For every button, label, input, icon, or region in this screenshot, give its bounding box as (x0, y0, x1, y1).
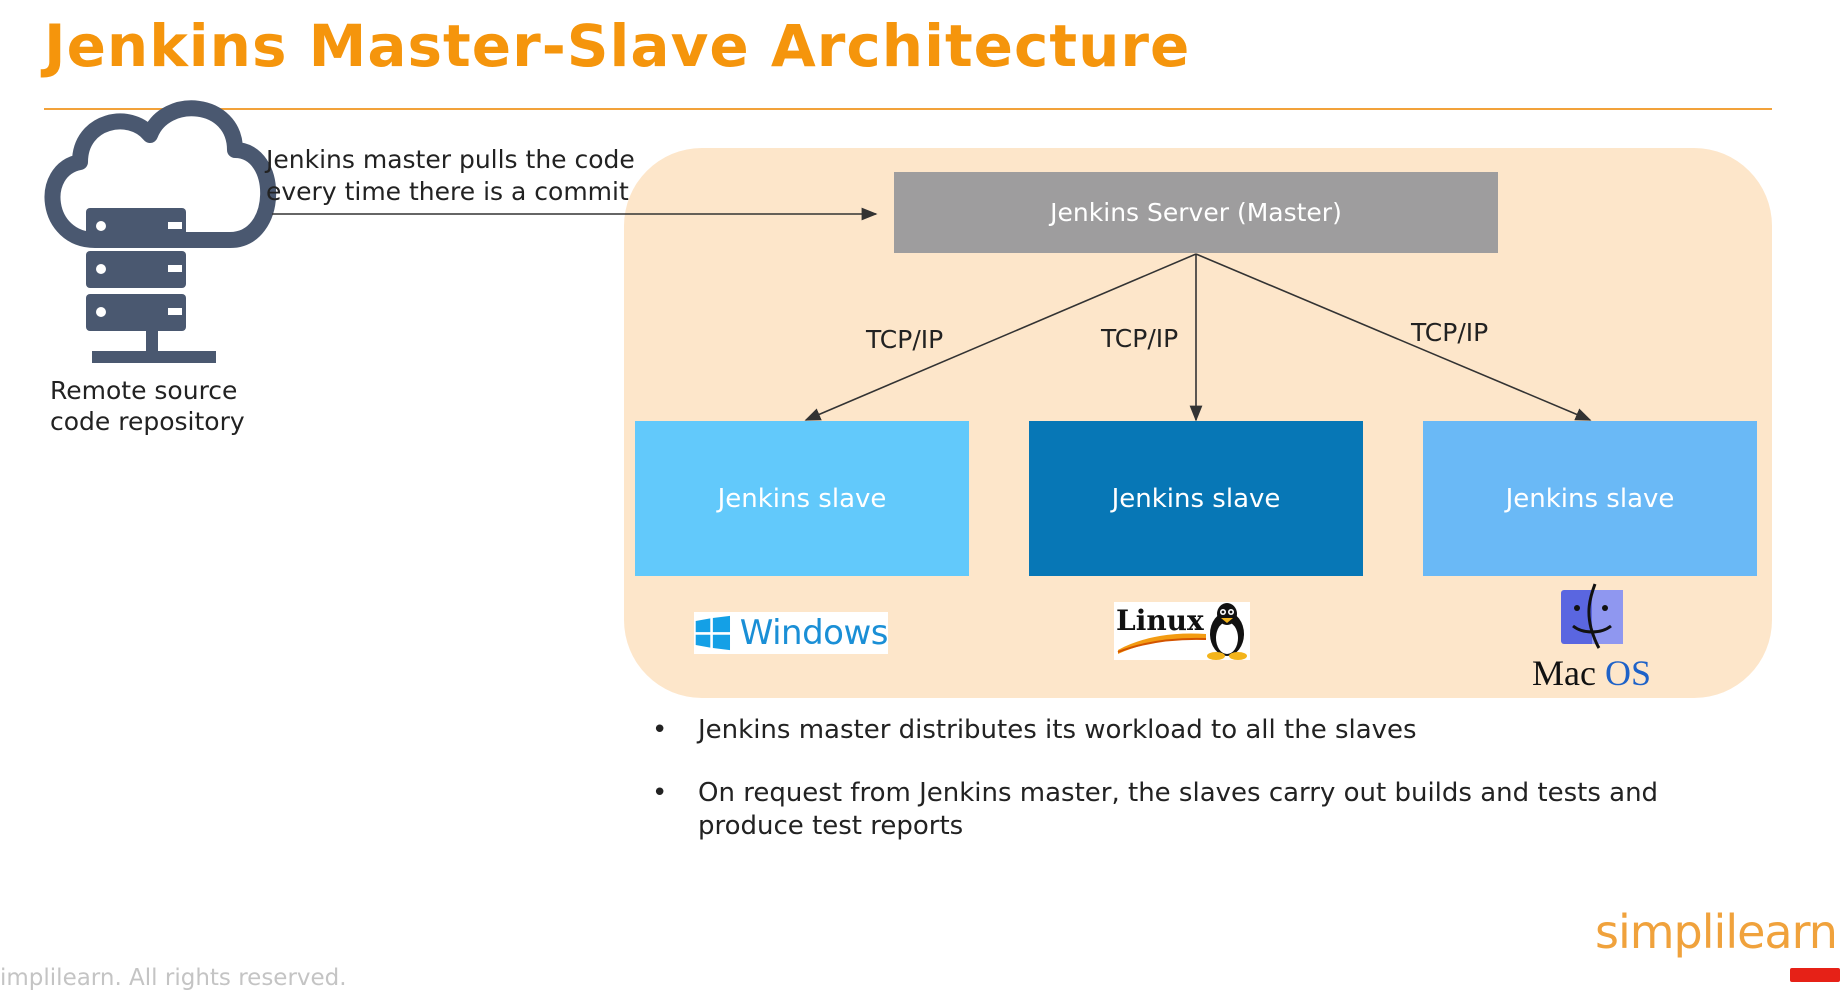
master-node: Jenkins Server (Master) (894, 172, 1498, 253)
title-underline (44, 108, 1772, 110)
swoosh-icon (1117, 633, 1207, 654)
slave-node-linux: Jenkins slave (1029, 421, 1363, 576)
tcp-label: TCP/IP (1411, 318, 1489, 347)
windows-wordmark: Windows (739, 613, 889, 653)
bullet-dot: • (652, 715, 668, 745)
pull-annotation: Jenkins master pulls the code every time… (266, 145, 635, 206)
link-mac (1195, 253, 1592, 421)
linux-wordmark: Linux (1116, 604, 1204, 637)
link-windows (804, 253, 1197, 421)
windows-icon (695, 615, 731, 651)
tcp-label: TCP/IP (1101, 324, 1179, 353)
subscribe-badge[interactable] (1790, 968, 1840, 982)
windows-logo: Windows (694, 612, 889, 654)
slide-title: Jenkins Master-Slave Architecture (44, 12, 1191, 80)
slave-node-mac: Jenkins slave (1423, 421, 1757, 576)
bullet-item: • Jenkins master distributes its workloa… (652, 715, 1417, 745)
bullet-list: • Jenkins master distributes its workloa… (652, 714, 1752, 873)
simplilearn-logo: simplilearn (1595, 905, 1838, 959)
repo-label: Remote source code repository (50, 376, 245, 436)
bullet-item: • On request from Jenkins master, the sl… (652, 778, 1659, 841)
bullet-dot: • (652, 778, 668, 808)
copyright-footer: implilearn. All rights reserved. (0, 965, 347, 991)
tcp-label: TCP/IP (866, 325, 944, 354)
linux-logo: Linux (1114, 602, 1250, 660)
macos-wordmark: Mac OS (1532, 653, 1651, 693)
cloud-server-icon (44, 100, 277, 363)
mac-finder-icon (1561, 583, 1623, 649)
tux-penguin-icon (1207, 603, 1247, 660)
slave-node-windows: Jenkins slave (635, 421, 969, 576)
